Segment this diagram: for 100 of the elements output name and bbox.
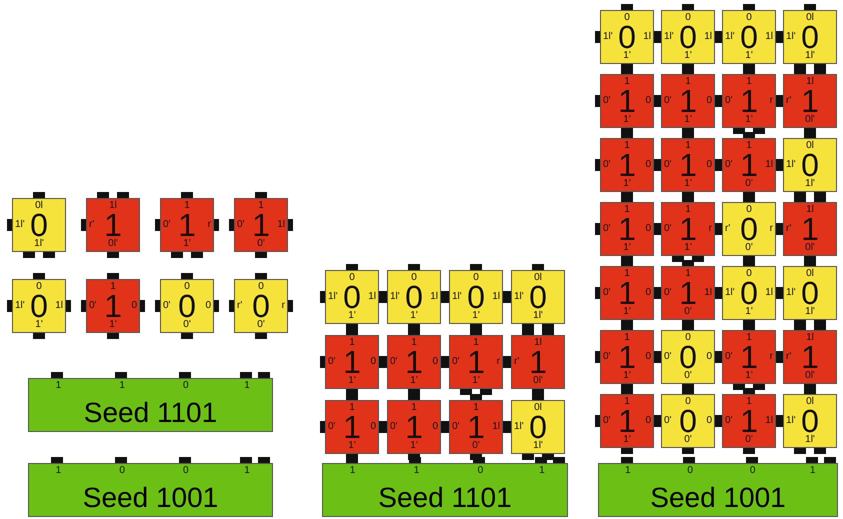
- domain-label: 0': [664, 416, 672, 426]
- domain-label: 1': [410, 311, 418, 321]
- domain-label: 1: [414, 466, 420, 476]
- domain-label: 1l: [765, 288, 773, 298]
- domain-label: 1: [411, 338, 417, 348]
- domain-label: 0': [390, 357, 398, 367]
- domain-label: 0': [452, 357, 460, 367]
- domain-label: 1': [684, 51, 692, 61]
- domain-label: 1': [472, 376, 480, 386]
- tile: [449, 400, 503, 454]
- domain-label: 1l': [15, 301, 25, 311]
- domain-label: 0': [664, 224, 672, 234]
- domain-label: 1: [56, 381, 62, 391]
- domain-label: r: [282, 301, 285, 311]
- tile: [325, 335, 379, 389]
- domain-label: 1l: [806, 205, 814, 215]
- domain-label: 0: [706, 96, 712, 106]
- domain-label: 0l': [805, 115, 815, 125]
- tile: [12, 279, 66, 333]
- domain-label: 0l': [805, 243, 815, 253]
- domain-label: 1l': [786, 288, 796, 298]
- domain-label: 1l: [704, 288, 712, 298]
- domain-label: 1l: [765, 32, 773, 42]
- domain-label: 0: [183, 381, 189, 391]
- tile: [783, 394, 837, 448]
- domain-label: 0': [257, 239, 265, 249]
- domain-label: 0: [478, 466, 484, 476]
- domain-label: 1': [472, 311, 480, 321]
- domain-label: 1l: [277, 220, 285, 230]
- domain-label: 1: [685, 77, 691, 87]
- seed-block: [28, 378, 273, 432]
- domain-label: 0: [706, 160, 712, 170]
- domain-label: 1l': [328, 292, 338, 302]
- domain-label: 0': [684, 371, 692, 381]
- tile: [449, 270, 503, 324]
- domain-label: 1: [110, 282, 116, 292]
- domain-label: 0: [205, 301, 211, 311]
- domain-label: 1l': [805, 51, 815, 61]
- domain-label: 1l: [430, 292, 438, 302]
- tile: [661, 394, 715, 448]
- domain-label: 0': [725, 160, 732, 170]
- tile: [234, 198, 288, 252]
- tile: [722, 330, 776, 384]
- domain-label: r': [786, 352, 792, 362]
- domain-label: 1l: [806, 333, 814, 343]
- domain-label: 1': [410, 441, 418, 451]
- tile: [511, 400, 565, 454]
- domain-label: 1: [184, 201, 190, 211]
- domain-label: 1l': [664, 32, 674, 42]
- domain-label: 0': [745, 179, 753, 189]
- domain-label: 0: [370, 357, 376, 367]
- domain-label: 1: [685, 269, 691, 279]
- tile: [661, 266, 715, 320]
- domain-label: r: [770, 96, 773, 106]
- seed-label: Seed 1101: [377, 484, 513, 512]
- domain-label: 0: [119, 466, 125, 476]
- domain-label: 0': [603, 96, 610, 106]
- domain-label: 1l: [492, 422, 500, 432]
- domain-label: 1: [258, 201, 264, 211]
- tile: [325, 270, 379, 324]
- domain-label: 0: [645, 96, 651, 106]
- domain-label: 0': [603, 352, 610, 362]
- tile: [234, 279, 288, 333]
- domain-label: 0: [624, 13, 630, 23]
- domain-label: 0: [746, 269, 752, 279]
- domain-label: 1: [624, 77, 630, 87]
- seed-block: [598, 463, 838, 517]
- tile: [722, 74, 776, 128]
- domain-label: 0: [645, 416, 651, 426]
- tile: [600, 10, 654, 64]
- seed-block: [28, 463, 273, 517]
- domain-label: 0: [685, 333, 691, 343]
- domain-label: 1: [56, 466, 62, 476]
- domain-label: 0': [664, 352, 672, 362]
- domain-label: 1': [684, 115, 692, 125]
- tile: [160, 279, 214, 333]
- domain-label: 0: [645, 352, 651, 362]
- domain-label: 0l: [806, 269, 814, 279]
- domain-label: 0: [645, 224, 651, 234]
- tile: [12, 198, 66, 252]
- domain-label: 1': [410, 376, 418, 386]
- domain-label: 0: [685, 13, 691, 23]
- tile: [600, 266, 654, 320]
- tile: [325, 400, 379, 454]
- domain-label: 1l: [109, 201, 117, 211]
- domain-label: 1: [539, 466, 545, 476]
- tile: [86, 198, 140, 252]
- tile: [387, 270, 441, 324]
- domain-label: 1: [624, 205, 630, 215]
- domain-label: 1: [746, 397, 752, 407]
- domain-label: 0: [473, 273, 479, 283]
- domain-label: 0': [163, 301, 170, 311]
- domain-label: 1': [745, 51, 753, 61]
- domain-label: 1: [624, 141, 630, 151]
- domain-label: 1l: [806, 77, 814, 87]
- domain-label: 0': [725, 96, 732, 106]
- domain-label: 1: [746, 333, 752, 343]
- domain-label: r': [786, 224, 792, 234]
- domain-label: r: [496, 357, 500, 367]
- tile: [600, 202, 654, 256]
